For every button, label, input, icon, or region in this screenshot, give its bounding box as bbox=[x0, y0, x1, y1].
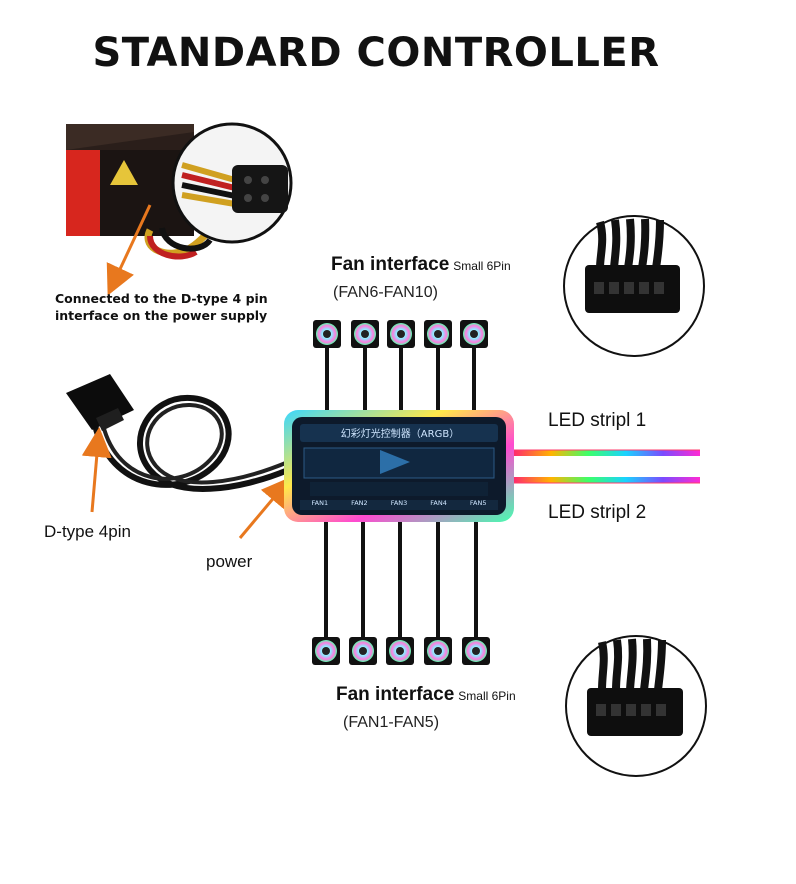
fan-icon bbox=[424, 320, 452, 348]
fan-icon bbox=[424, 637, 452, 665]
fan-icon bbox=[386, 637, 414, 665]
dtype-connector bbox=[66, 374, 290, 492]
bottom-6pin-zoom-circle bbox=[565, 635, 707, 777]
page-title: STANDARD CONTROLLER bbox=[92, 30, 660, 76]
fan-interface-bottom-title: Fan interface bbox=[336, 684, 455, 705]
fan-interface-top-title: Fan interface bbox=[331, 254, 450, 275]
led-strip-1-label: LED stripl 1 bbox=[548, 410, 647, 431]
port-label: FAN3 bbox=[390, 499, 408, 507]
fan-interface-bottom-range: (FAN1-FAN5) bbox=[343, 714, 440, 731]
led-strip-2-cable bbox=[514, 477, 700, 484]
molex-zoom-circle bbox=[171, 122, 293, 244]
psu-arrow bbox=[106, 204, 152, 296]
power-label: power bbox=[206, 552, 253, 571]
controller-port-labels: FAN1 FAN2 FAN3 FAN4 FAN5 bbox=[300, 499, 498, 507]
top-fan-group bbox=[313, 320, 488, 410]
led-strip-2-label: LED stripl 2 bbox=[548, 502, 647, 523]
psu-caption-line2: interface on the power supply bbox=[55, 308, 268, 323]
port-label: FAN2 bbox=[351, 499, 368, 507]
port-label: FAN4 bbox=[430, 499, 447, 507]
fan-icon bbox=[460, 320, 488, 348]
bottom-fan-group bbox=[312, 522, 490, 665]
fan-icon bbox=[351, 320, 379, 348]
fan-interface-top-sub: Small 6Pin bbox=[453, 259, 511, 273]
psu-caption: Connected to the D-type 4 pin interface … bbox=[55, 290, 268, 324]
fan-icon bbox=[349, 637, 377, 665]
fan-interface-bottom-sub: Small 6Pin bbox=[458, 689, 516, 703]
psu-caption-line1: Connected to the D-type 4 pin bbox=[55, 291, 268, 306]
power-arrow bbox=[238, 476, 292, 539]
fan-icon bbox=[313, 320, 341, 348]
port-label: FAN1 bbox=[311, 499, 329, 507]
controller-header: 幻彩灯光控制器（ARGB） bbox=[340, 429, 460, 440]
fan-icon bbox=[462, 637, 490, 665]
fan-icon bbox=[312, 637, 340, 665]
dtype-label: D-type 4pin bbox=[44, 522, 131, 541]
fan-interface-top-range: (FAN6-FAN10) bbox=[333, 284, 438, 301]
fan-icon bbox=[387, 320, 415, 348]
argb-controller bbox=[284, 410, 514, 522]
top-6pin-zoom-circle bbox=[563, 215, 705, 357]
dtype-arrow bbox=[81, 427, 112, 513]
port-label: FAN5 bbox=[469, 499, 487, 507]
led-strip-1-cable bbox=[514, 449, 700, 456]
